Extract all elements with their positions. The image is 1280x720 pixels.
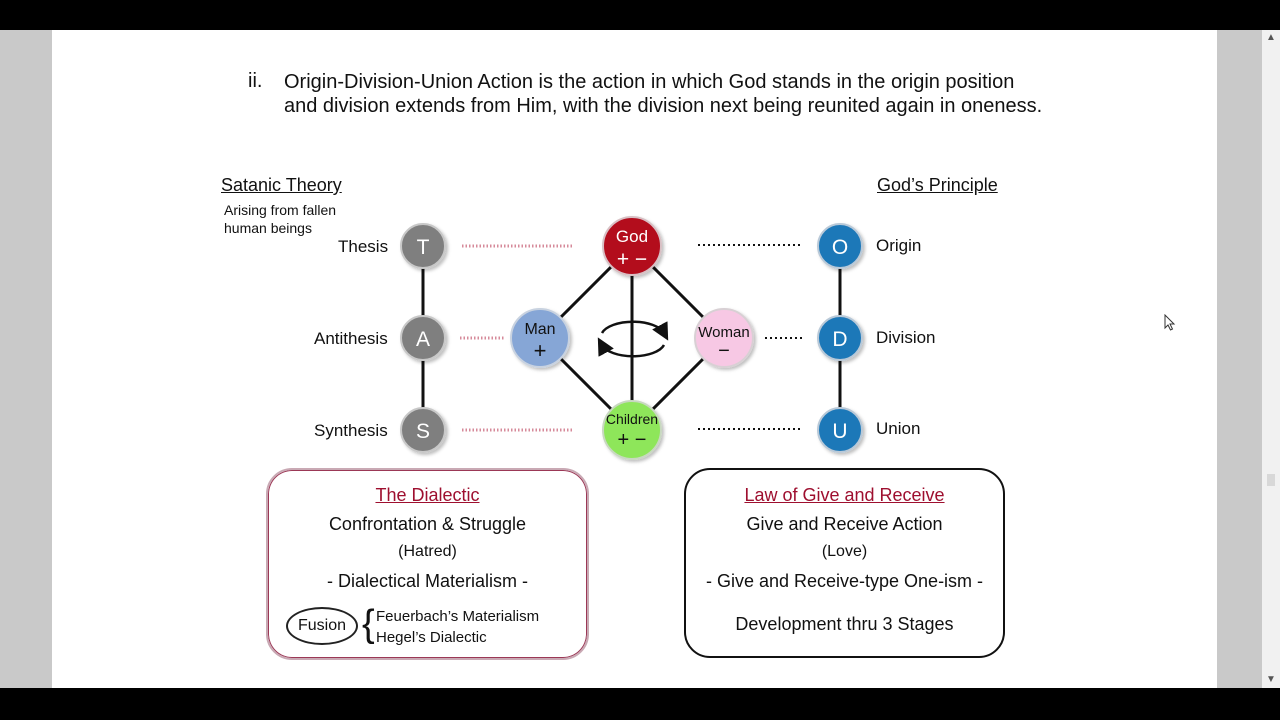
svg-text:S: S xyxy=(416,420,430,443)
give-receive-box: Law of Give and Receive Give and Receive… xyxy=(684,468,1005,658)
top-letterbox xyxy=(0,0,1280,30)
node-t: T xyxy=(400,223,446,269)
node-man: Man + xyxy=(510,308,570,368)
give-receive-line2: (Love) xyxy=(821,543,868,560)
fusion-items: Feuerbach’s Materialism Hegel’s Dialecti… xyxy=(376,606,539,648)
svg-text:T: T xyxy=(417,236,430,259)
paragraph-text: Origin-Division-Union Action is the acti… xyxy=(284,71,1043,117)
bottom-letterbox xyxy=(0,688,1280,720)
node-a: A xyxy=(400,315,446,361)
svg-text:U: U xyxy=(832,420,847,443)
give-receive-line1: Give and Receive Action xyxy=(746,514,943,534)
fusion-oval: Fusion xyxy=(286,607,358,645)
scroll-down-arrow-icon[interactable]: ▼ xyxy=(1266,674,1276,685)
dialectic-line1: Confrontation & Struggle xyxy=(328,514,527,534)
svg-text:Woman: Woman xyxy=(698,324,749,341)
gods-principle-heading: God’s Principle xyxy=(877,175,998,195)
node-children: Children + − xyxy=(602,400,662,460)
svg-text:−: − xyxy=(718,340,730,362)
origin-label: Origin xyxy=(876,236,922,255)
rotation-arrow-bottom xyxy=(597,337,666,358)
union-label: Union xyxy=(876,419,921,438)
scroll-up-arrow-icon[interactable]: ▲ xyxy=(1266,32,1276,43)
synthesis-label: Synthesis xyxy=(314,421,388,440)
give-receive-line3: - Give and Receive-type One-ism - xyxy=(705,571,984,591)
antithesis-label: Antithesis xyxy=(314,329,388,348)
rotation-arrow-top xyxy=(600,320,669,341)
node-u: U xyxy=(817,407,863,453)
svg-text:O: O xyxy=(832,236,848,259)
dialectic-line3: - Dialectical Materialism - xyxy=(326,571,529,591)
svg-text:+ −: + − xyxy=(618,429,647,451)
node-woman: Woman − xyxy=(694,308,754,368)
node-s: S xyxy=(400,407,446,453)
satanic-theory-heading: Satanic Theory xyxy=(221,175,342,195)
dialectic-title: The Dialectic xyxy=(375,485,480,505)
satanic-theory-subnote: Arising from fallen human beings xyxy=(224,202,337,236)
fusion-bracket: { xyxy=(362,603,375,645)
give-receive-title: Law of Give and Receive xyxy=(744,485,945,505)
node-god: God + − xyxy=(602,216,662,276)
svg-text:+: + xyxy=(534,338,547,363)
node-d: D xyxy=(817,315,863,361)
svg-text:God: God xyxy=(616,227,648,246)
paragraph-number: ii. xyxy=(248,70,263,92)
node-o: O xyxy=(817,223,863,269)
vertical-scrollbar[interactable]: ▲ ▼ xyxy=(1262,30,1280,688)
mouse-cursor-icon xyxy=(1164,314,1176,331)
thesis-label: Thesis xyxy=(338,237,389,256)
scroll-thumb[interactable] xyxy=(1267,474,1275,486)
fusion-item-hegel: Hegel’s Dialectic xyxy=(376,629,487,646)
division-label: Division xyxy=(876,328,936,347)
svg-text:+ −: + − xyxy=(617,248,647,271)
svg-text:A: A xyxy=(416,328,430,351)
svg-text:Children: Children xyxy=(606,411,658,427)
give-receive-line4: Development thru 3 Stages xyxy=(735,614,954,634)
svg-text:Man: Man xyxy=(524,321,555,338)
dialectic-line2: (Hatred) xyxy=(398,543,457,560)
document-page xyxy=(52,30,1217,688)
svg-text:D: D xyxy=(832,328,847,351)
fusion-item-feuerbach: Feuerbach’s Materialism xyxy=(376,608,540,625)
